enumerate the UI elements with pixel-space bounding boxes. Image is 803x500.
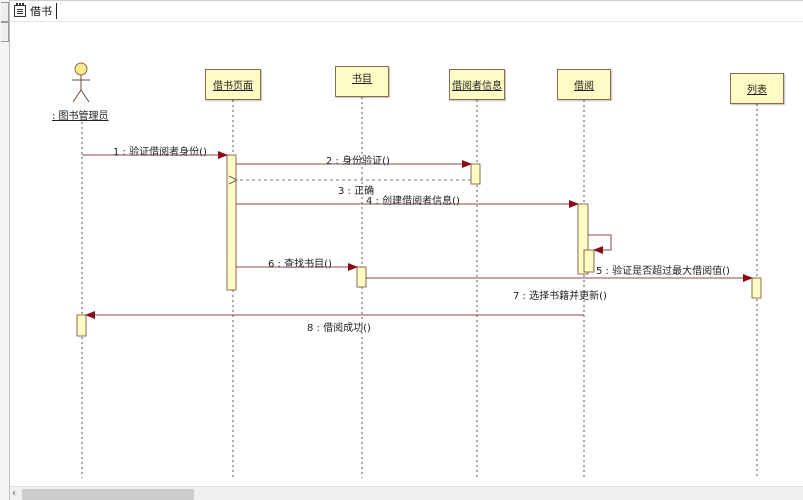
sequence-diagram-icon [14, 3, 26, 17]
diagram-tab-bar: 借书 [10, 0, 803, 22]
panel-collapse-handle[interactable] [1, 2, 9, 22]
activation-borrow [577, 203, 589, 275]
message-7-label[interactable]: 7 : 选择书籍并更新() [513, 291, 607, 302]
activation-list [751, 277, 762, 299]
activation-reader [470, 163, 481, 185]
actor-icon [72, 62, 90, 103]
lifeline-box-borrow[interactable]: 借阅 [557, 69, 611, 100]
lifeline-box-reader-info[interactable]: 借阅者信息 [449, 69, 505, 100]
activation-actor [76, 314, 87, 337]
message-1-label[interactable]: 1 : 验证借阅者身份() [113, 147, 207, 158]
activation-catalog [356, 266, 367, 288]
message-5-label[interactable]: 5 : 验证是否超过最大借阅值() [596, 266, 730, 277]
tab-diagram[interactable]: 借书 [14, 3, 57, 19]
message-4-label[interactable]: 4 : 创建借阅者信息() [366, 196, 460, 207]
actor-label[interactable]: : 图书管理员 [52, 111, 109, 122]
lifeline-box-catalog[interactable]: 书目 [335, 66, 389, 97]
activation-borrow-nested [583, 249, 595, 273]
message-5-self [588, 234, 612, 254]
message-8-label[interactable]: 8 : 借阅成功() [307, 323, 371, 334]
activation-page [226, 154, 237, 291]
left-panel-edge [0, 0, 10, 500]
panel-collapse-handle[interactable] [1, 22, 9, 42]
horizontal-scrollbar[interactable]: ‹ [10, 486, 803, 500]
scrollbar-thumb[interactable] [22, 489, 194, 500]
message-6-label[interactable]: 6 : 查找书目() [268, 259, 332, 270]
message-2-label[interactable]: 2 : 身份验证() [326, 156, 390, 167]
lifeline-box-borrow-page[interactable]: 借书页面 [205, 69, 261, 100]
message-3-label[interactable]: 3 : 正确 [338, 186, 375, 197]
lifeline-box-list[interactable]: 列表 [730, 73, 784, 104]
tab-label: 借书 [30, 5, 52, 18]
scroll-left-icon[interactable]: ‹ [12, 488, 16, 499]
